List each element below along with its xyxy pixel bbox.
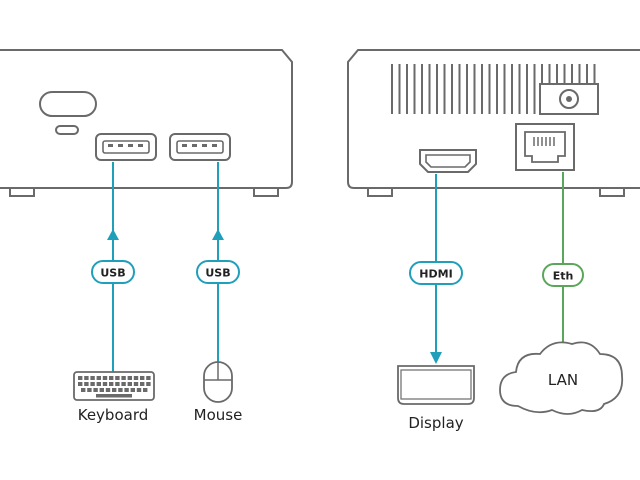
keyboard-key — [121, 376, 126, 380]
hdmi-port-icon — [419, 149, 477, 173]
keyboard-key — [124, 388, 129, 392]
keyboard-label: Keyboard — [78, 406, 149, 424]
keyboard-key — [112, 388, 117, 392]
keyboard-key — [84, 382, 89, 386]
hdmi-badge-label: HDMI — [419, 268, 452, 281]
keyboard-key — [133, 382, 139, 386]
usb-port-icon — [169, 133, 231, 161]
display-icon — [397, 365, 475, 405]
status-led-icon — [55, 125, 79, 135]
cloud-icon — [499, 341, 624, 415]
eth-badge: Eth — [542, 263, 584, 287]
keyboard-key — [99, 388, 104, 392]
eth-badge-label: Eth — [553, 270, 574, 283]
rear-panel-unit — [347, 49, 640, 197]
keyboard-key — [130, 388, 135, 392]
keyboard-key — [87, 388, 92, 392]
keyboard-key — [90, 382, 95, 386]
keyboard-key — [136, 388, 142, 392]
usb-mouse-badge-label: USB — [205, 267, 230, 280]
keyboard-icon — [73, 371, 155, 401]
usb-keyboard-badge: USB — [91, 260, 135, 284]
keyboard-key — [140, 382, 145, 386]
lan-label: LAN — [548, 371, 578, 389]
keyboard-key — [109, 382, 114, 386]
usb-mouse-badge: USB — [196, 260, 240, 284]
keyboard-key — [109, 376, 114, 380]
keyboard-key — [121, 382, 126, 386]
keyboard-key — [78, 376, 83, 380]
hdmi-badge: HDMI — [409, 261, 463, 285]
keyboard-key — [102, 376, 108, 380]
ethernet-port-icon — [515, 123, 575, 171]
mouse-label: Mouse — [194, 406, 243, 424]
keyboard-key — [90, 376, 95, 380]
keyboard-key — [118, 388, 123, 392]
keyboard-key — [146, 376, 151, 380]
keyboard-key — [84, 376, 89, 380]
usb-keyboard-badge-label: USB — [100, 267, 125, 280]
display-label: Display — [408, 414, 463, 432]
keyboard-key — [105, 388, 111, 392]
keyboard-key — [146, 382, 151, 386]
keyboard-key — [115, 376, 120, 380]
dc-jack-icon — [539, 83, 599, 115]
keyboard-key — [143, 388, 148, 392]
keyboard-key — [78, 382, 83, 386]
keyboard-key — [140, 376, 145, 380]
keyboard-spacebar — [96, 394, 132, 398]
keyboard-key — [96, 382, 101, 386]
power-button-icon — [39, 91, 97, 117]
front-panel-unit — [0, 49, 293, 197]
mouse-icon — [203, 361, 233, 403]
usb-port-icon — [95, 133, 157, 161]
keyboard-key — [127, 382, 132, 386]
keyboard-key — [133, 376, 139, 380]
keyboard-key — [127, 376, 132, 380]
keyboard-key — [81, 388, 86, 392]
keyboard-key — [96, 376, 101, 380]
keyboard-key — [102, 382, 108, 386]
keyboard-key — [115, 382, 120, 386]
keyboard-key — [93, 388, 98, 392]
